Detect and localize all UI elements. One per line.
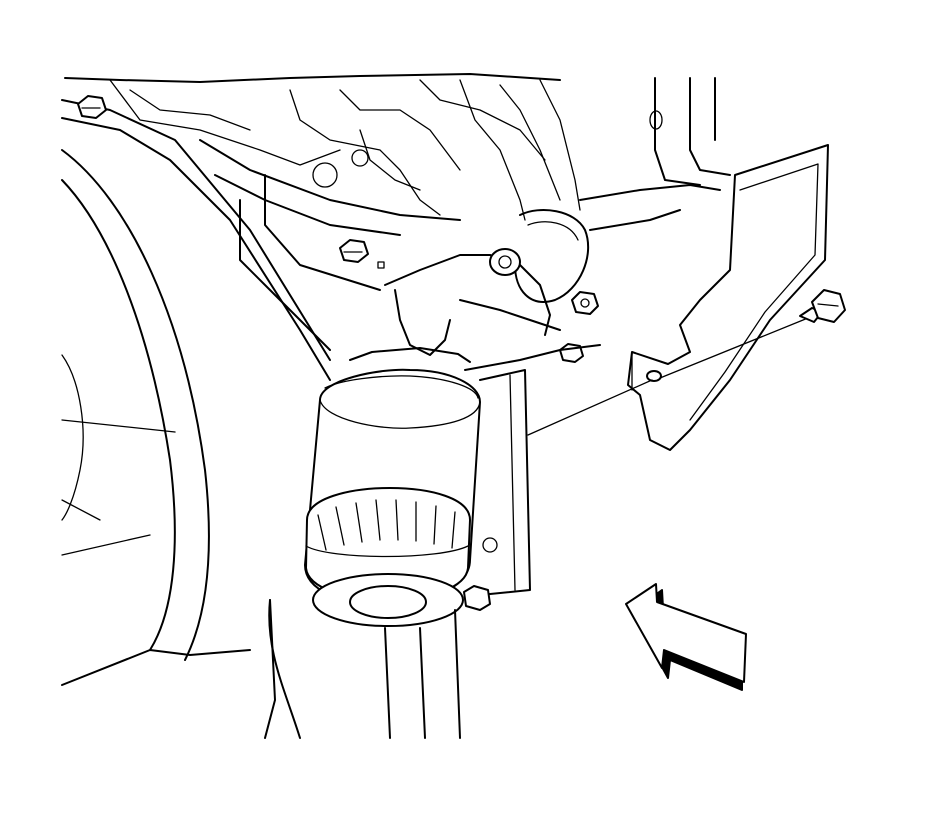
engine-right-panel bbox=[649, 77, 731, 186]
lower-block bbox=[264, 599, 461, 739]
view-direction-arrow bbox=[625, 583, 747, 691]
oil-filter bbox=[304, 347, 491, 627]
engine-block bbox=[64, 73, 581, 351]
heat-shield bbox=[627, 144, 829, 451]
shield-bolt bbox=[527, 289, 846, 436]
filter-adapter bbox=[384, 184, 721, 596]
bell-housing bbox=[61, 99, 331, 686]
